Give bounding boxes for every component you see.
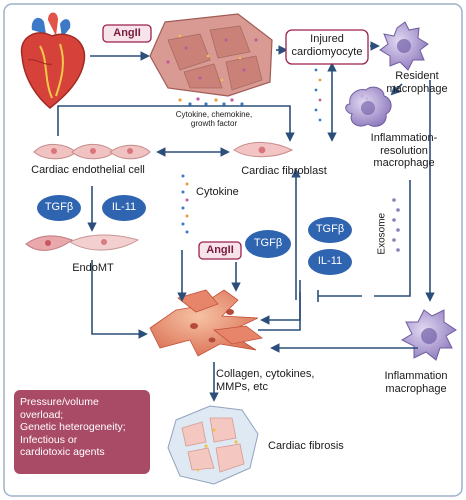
cytokine-label: Cytokine bbox=[196, 186, 239, 198]
il11-right-pill bbox=[308, 249, 352, 275]
angii-mid-label: AngII bbox=[206, 244, 234, 256]
products-line-1: Collagen, cytokines, bbox=[216, 368, 315, 380]
resident-line-1: Resident bbox=[395, 70, 439, 82]
il11-left-pill bbox=[102, 195, 146, 221]
inflam-res-line-2: resolution bbox=[380, 144, 428, 157]
inflam-res-line-3: macrophage bbox=[373, 157, 435, 170]
myofibroblast-cluster-icon bbox=[149, 289, 263, 357]
resident-macrophage-icon bbox=[379, 21, 429, 71]
il11-left-label: IL-11 bbox=[111, 201, 137, 213]
secreted-factors-dots bbox=[178, 97, 244, 106]
tgfb-left-pill bbox=[37, 195, 81, 221]
endomt-cells-icon bbox=[25, 234, 140, 251]
connector-arrows bbox=[57, 41, 435, 402]
injured-cardiomyocyte-box bbox=[285, 29, 369, 65]
cardiac-fibroblast-icon bbox=[233, 141, 294, 158]
secreted-factors-label: Cytokine, chemokine, growth factor bbox=[156, 110, 272, 128]
causes-line-1: Pressure/volume bbox=[20, 396, 99, 408]
heart-icon bbox=[20, 12, 86, 109]
causes-line-4: Infectious or bbox=[20, 433, 78, 446]
endothelial-cells-icon bbox=[33, 144, 151, 160]
endothelial-cell-label: Cardiac endothelial cell bbox=[31, 164, 145, 176]
tgfb-center-label: TGFβ bbox=[253, 237, 283, 249]
products-line-2: MMPs, etc bbox=[216, 380, 268, 393]
tgfb-center-pill bbox=[245, 230, 291, 258]
il11-right-label: IL-11 bbox=[317, 255, 343, 267]
exosome-dots bbox=[392, 198, 400, 252]
injured-line-2: cardiomyocyte bbox=[291, 45, 363, 58]
endomt-label: EndoMT bbox=[72, 262, 114, 274]
cardiac-fibroblast-label: Cardiac fibroblast bbox=[241, 165, 327, 177]
exosome-label: Exosome bbox=[376, 212, 388, 255]
resident-macrophage-label: Resident macrophage bbox=[376, 70, 458, 95]
resident-line-2: macrophage bbox=[386, 82, 448, 95]
paracrine-dots bbox=[314, 68, 322, 122]
causes-box bbox=[14, 390, 150, 474]
inflammation-resolution-label: Inflammation- resolution macrophage bbox=[350, 132, 458, 170]
inflam-line-2: macrophage bbox=[385, 382, 447, 395]
causes-label: Pressure/volume overload; Genetic hetero… bbox=[20, 396, 148, 459]
injured-line-1: Injured bbox=[310, 33, 344, 45]
cytokine-dots bbox=[181, 174, 189, 234]
inflam-line-1: Inflammation bbox=[384, 370, 448, 382]
causes-line-3: Genetic heterogeneity; bbox=[20, 421, 126, 434]
causes-line-2: overload; bbox=[20, 408, 64, 421]
causes-line-5: cardiotoxic agents bbox=[20, 446, 105, 459]
tgfb-left-label: TGFβ bbox=[44, 201, 74, 213]
angii-top-box bbox=[102, 24, 152, 43]
inflammation-resolution-macrophage-icon bbox=[345, 86, 392, 127]
secreted-line-2: growth factor bbox=[190, 119, 238, 129]
products-label: Collagen, cytokines, MMPs, etc bbox=[216, 368, 346, 393]
tgfb-right-pill bbox=[308, 217, 352, 243]
angii-top-label: AngII bbox=[113, 27, 141, 39]
inflam-res-line-1: Inflammation- bbox=[370, 132, 438, 144]
inflammation-macrophage-label: Inflammation macrophage bbox=[372, 370, 460, 395]
cardiac-fibrosis-label: Cardiac fibrosis bbox=[268, 440, 344, 452]
injured-cardiomyocyte-label: Injured cardiomyocyte bbox=[286, 33, 368, 58]
tgfb-right-label: TGFβ bbox=[315, 223, 345, 235]
myocardium-tissue-icon bbox=[149, 13, 273, 97]
secreted-line-1: Cytokine, chemokine, bbox=[175, 110, 253, 119]
angii-mid-box bbox=[198, 241, 242, 260]
fibrotic-tissue-icon bbox=[167, 405, 259, 485]
